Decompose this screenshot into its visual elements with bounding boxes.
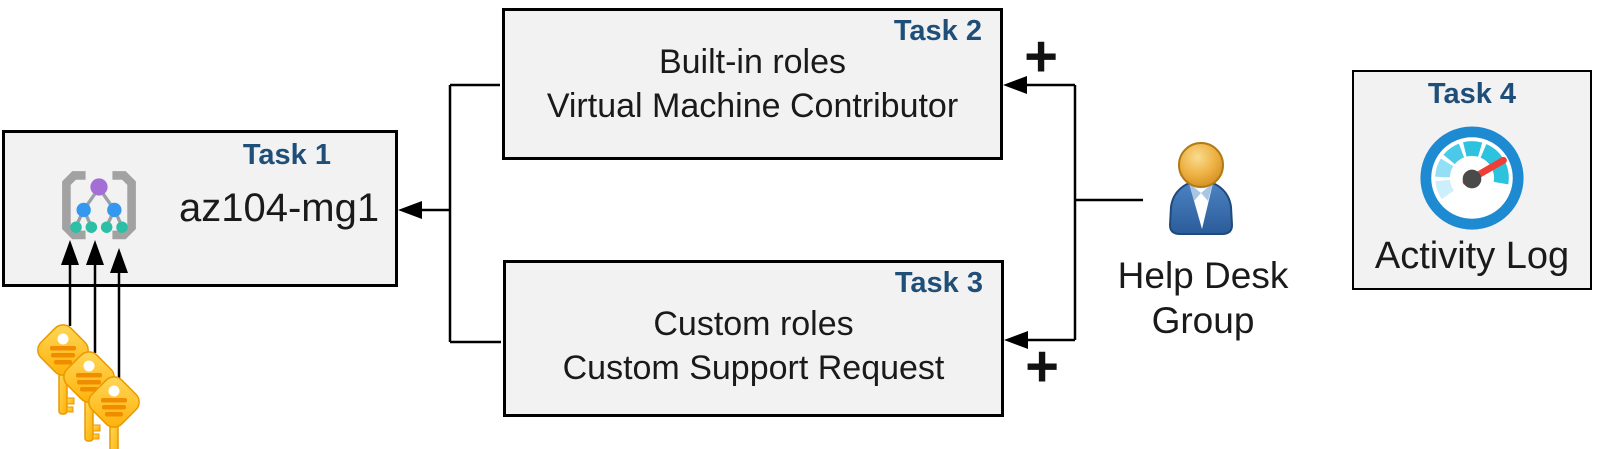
help-desk-group-label: Help Desk Group xyxy=(1117,255,1289,341)
plus-sign-top: + xyxy=(1024,24,1058,89)
task3-box: Task 3 Custom roles Custom Support Reque… xyxy=(503,260,1004,417)
task3-line2: Custom Support Request xyxy=(562,348,945,387)
task1-box: Task 1 az104-mg1 xyxy=(2,130,398,287)
help-desk-person-icon xyxy=(1168,142,1234,235)
task4-content: Task 4 Activity Log xyxy=(1354,72,1590,288)
task1-content: az104-mg1 xyxy=(5,133,395,284)
activity-log-gauge-icon xyxy=(1420,126,1524,230)
plus-sign-bottom: + xyxy=(1025,334,1059,399)
task3-content: Custom roles Custom Support Request xyxy=(506,263,1001,414)
task1-title: az104-mg1 xyxy=(179,186,380,230)
task3-tag: Task 3 xyxy=(894,267,983,299)
task2-content: Built-in roles Virtual Machine Contribut… xyxy=(505,11,1000,157)
arrowhead-into-task1 xyxy=(398,201,422,219)
task2-line1: Built-in roles xyxy=(658,43,847,81)
task4-box: Task 4 Activity Log xyxy=(1352,70,1592,290)
task4-caption: Activity Log xyxy=(1374,235,1570,277)
task2-tag: Task 2 xyxy=(893,15,982,47)
task2-line2: Virtual Machine Contributor xyxy=(546,87,959,125)
access-keys-icon xyxy=(32,319,145,449)
task1-tag: Task 1 xyxy=(242,139,331,171)
task2-box: Task 2 Built-in roles Virtual Machine Co… xyxy=(502,8,1003,160)
management-group-icon xyxy=(62,170,136,239)
left-connector xyxy=(420,83,501,344)
task3-line1: Custom roles xyxy=(653,304,854,343)
task4-tag: Task 4 xyxy=(1427,78,1517,110)
